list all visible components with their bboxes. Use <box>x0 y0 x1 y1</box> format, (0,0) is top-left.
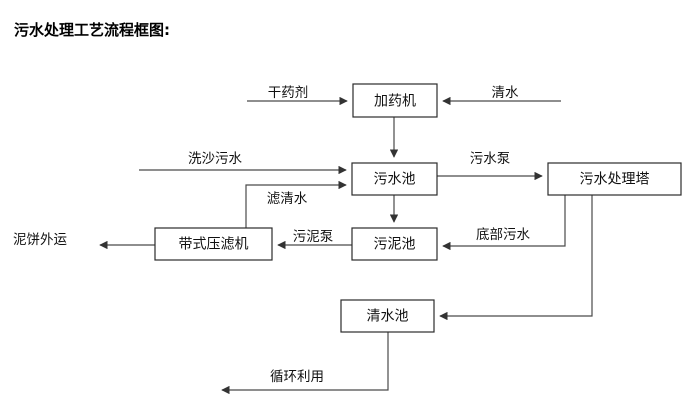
node-treatment-tower[interactable]: 污水处理塔 <box>547 162 682 196</box>
node-dosing-machine[interactable]: 加药机 <box>352 83 438 118</box>
terminal-label-mud-cake-transport: 泥饼外运 <box>13 232 67 248</box>
edge-label-recycle-use: 循环利用 <box>270 369 324 385</box>
node-sludge-pool[interactable]: 污泥池 <box>351 227 438 261</box>
node-label: 污水池 <box>374 172 416 188</box>
node-sewage-pool[interactable]: 污水池 <box>351 162 438 196</box>
connector-tower-to-clear-pool <box>439 195 593 321</box>
node-box <box>351 227 438 261</box>
node-label: 清水池 <box>367 309 409 325</box>
edge-label-sand-washing-sewage: 洗沙污水 <box>188 151 242 167</box>
edge-label-sewage-pump: 污水泵 <box>470 151 511 167</box>
node-belt-press[interactable]: 带式压滤机 <box>154 227 273 261</box>
page-title: 污水处理工艺流程框图: <box>14 21 170 39</box>
connector-filtered-water-to-pool <box>245 180 347 228</box>
node-box <box>154 227 273 261</box>
connector-tower-to-sludge <box>442 195 566 251</box>
edge-label-bottom-sewage: 底部污水 <box>476 227 530 243</box>
edge-label-dry-chemical: 干药剂 <box>268 85 309 101</box>
connector-clear-pool-to-recycle <box>221 332 389 395</box>
node-label: 带式压滤机 <box>179 237 249 253</box>
node-clear-water-pool[interactable]: 清水池 <box>340 299 435 333</box>
edge-label-sludge-pump: 污泥泵 <box>293 229 334 245</box>
node-box <box>340 299 435 333</box>
node-label: 加药机 <box>374 94 416 110</box>
edge-label-filtered-water: 滤清水 <box>267 191 308 207</box>
edge-label-clean-water: 清水 <box>492 85 520 101</box>
node-box <box>547 162 682 196</box>
node-box <box>351 162 438 196</box>
node-label: 污泥池 <box>374 237 416 253</box>
node-label: 污水处理塔 <box>580 172 650 188</box>
node-box <box>352 83 438 118</box>
